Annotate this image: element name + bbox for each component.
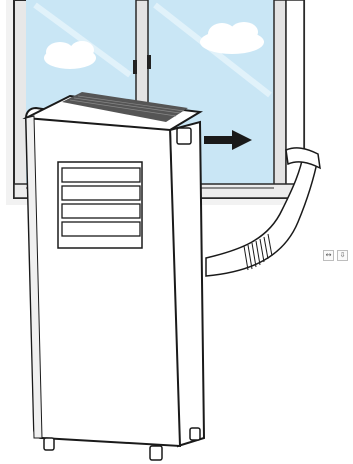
- expand-arrows-icon[interactable]: ↔: [323, 250, 334, 261]
- share-icon[interactable]: ⇩: [337, 250, 348, 261]
- window-handle: [133, 60, 137, 74]
- window-handle: [147, 55, 151, 69]
- air-conditioner-unit: [26, 92, 204, 460]
- caster-wheel: [44, 438, 54, 450]
- carry-handle: [177, 128, 191, 144]
- air-louvers: [58, 162, 142, 248]
- cloud: [44, 41, 96, 69]
- caster-wheel: [190, 428, 200, 440]
- caster-wheel: [150, 446, 162, 460]
